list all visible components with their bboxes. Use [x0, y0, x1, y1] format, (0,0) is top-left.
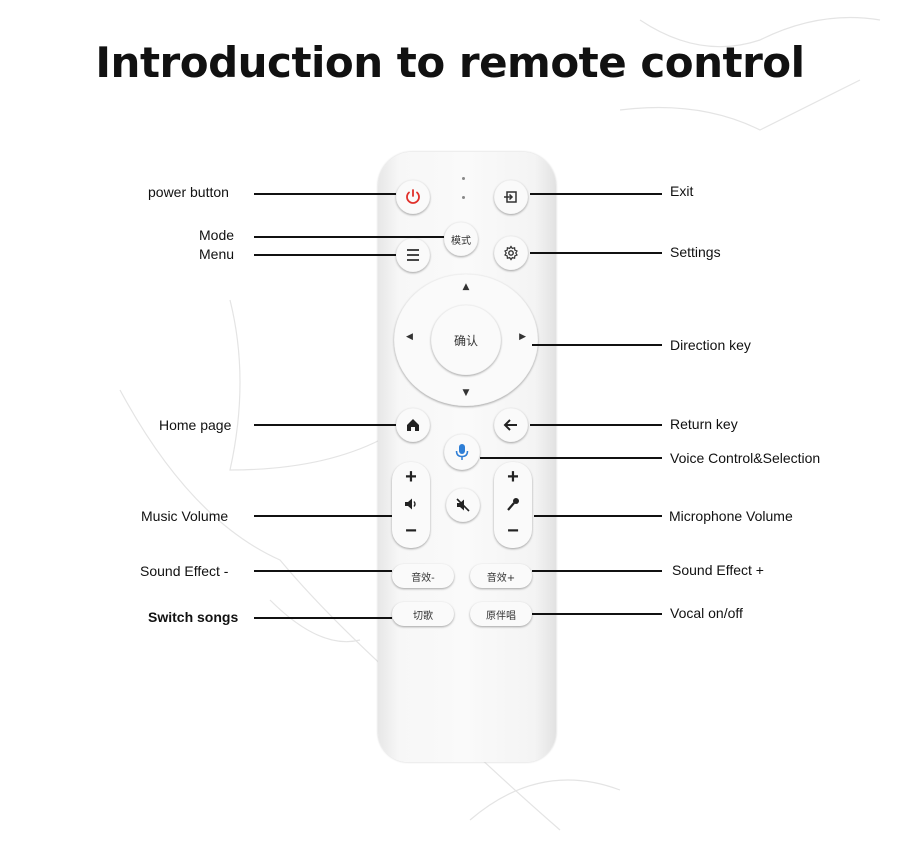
label-mode: Mode	[199, 227, 235, 243]
arrow-right-icon[interactable]: ▶	[519, 332, 526, 342]
pointer-line	[254, 515, 392, 517]
mute-icon	[456, 498, 470, 512]
label-menu: Menu	[199, 246, 235, 262]
label-voice: Voice Control&Selection	[670, 450, 821, 466]
pointer-line	[254, 254, 396, 256]
label-vocal: Vocal on/off	[670, 605, 743, 621]
mode-button[interactable]: 模式	[444, 222, 478, 256]
label-music-volume: Music Volume	[141, 508, 229, 524]
sound-effect-minus-label: 音效-	[411, 572, 435, 584]
vocal-button-label: 原伴唱	[486, 610, 516, 622]
label-settings: Settings	[670, 244, 721, 260]
menu-button[interactable]	[396, 238, 430, 272]
label-home: Home page	[159, 417, 232, 433]
power-icon	[406, 189, 420, 204]
mute-button[interactable]	[446, 488, 480, 522]
mode-button-label: 模式	[451, 235, 471, 247]
pointer-line	[534, 515, 662, 517]
menu-icon	[407, 249, 419, 261]
pointer-line	[532, 344, 662, 346]
ok-button[interactable]: 确认	[431, 305, 501, 375]
music-volume-rocker[interactable]: + −	[392, 462, 430, 548]
back-arrow-icon	[503, 419, 517, 431]
label-direction: Direction key	[670, 337, 751, 353]
switch-songs-label: 切歌	[413, 610, 433, 622]
direction-pad[interactable]: ▲ ▼ ◀ ▶ 确认	[394, 274, 538, 406]
return-button[interactable]	[494, 408, 528, 442]
settings-button[interactable]	[494, 236, 528, 270]
page-title: Introduction to remote control	[95, 38, 805, 87]
microphone-icon	[455, 444, 469, 460]
home-button[interactable]	[396, 408, 430, 442]
label-return: Return key	[670, 416, 738, 432]
pointer-line	[530, 424, 662, 426]
sound-effect-minus-button[interactable]: 音效-	[392, 564, 454, 588]
vocal-button[interactable]: 原伴唱	[470, 602, 532, 626]
mic-volume-up-icon[interactable]: +	[507, 466, 519, 488]
arrow-left-icon[interactable]: ◀	[406, 332, 413, 342]
power-button[interactable]	[396, 180, 430, 214]
microphone-volume-rocker[interactable]: + −	[494, 462, 532, 548]
volume-down-icon[interactable]: −	[405, 520, 417, 542]
pointer-line	[480, 457, 662, 459]
label-mic-volume: Microphone Volume	[669, 508, 793, 524]
pointer-line	[530, 193, 662, 195]
indicator-dot	[462, 196, 465, 199]
sound-effect-plus-button[interactable]: 音效+	[470, 564, 532, 588]
pointer-line	[532, 570, 662, 572]
arrow-down-icon[interactable]: ▼	[462, 388, 470, 398]
voice-button[interactable]	[444, 434, 480, 470]
label-sound-effect-plus: Sound Effect +	[672, 562, 764, 578]
pointer-line	[254, 424, 396, 426]
pointer-line	[254, 193, 396, 195]
sound-effect-plus-label: 音效+	[486, 572, 516, 584]
label-switch-songs: Switch songs	[148, 609, 239, 625]
label-power: power button	[148, 184, 229, 200]
exit-icon	[504, 191, 517, 203]
karaoke-mic-icon	[494, 496, 532, 517]
pointer-line	[254, 570, 392, 572]
switch-songs-button[interactable]: 切歌	[392, 602, 454, 626]
exit-button[interactable]	[494, 180, 528, 214]
volume-up-icon[interactable]: +	[405, 466, 417, 488]
mic-volume-down-icon[interactable]: −	[507, 520, 519, 542]
arrow-up-icon[interactable]: ▲	[462, 282, 470, 292]
pointer-line	[530, 252, 662, 254]
indicator-dot	[462, 177, 465, 180]
label-exit: Exit	[670, 183, 694, 199]
ok-button-label: 确认	[453, 333, 478, 348]
label-sound-effect-minus: Sound Effect -	[140, 563, 229, 579]
gear-icon	[504, 245, 518, 261]
pointer-line	[532, 613, 662, 615]
home-icon	[407, 419, 419, 431]
pointer-line	[254, 236, 444, 238]
pointer-line	[254, 617, 392, 619]
speaker-icon	[392, 496, 430, 517]
